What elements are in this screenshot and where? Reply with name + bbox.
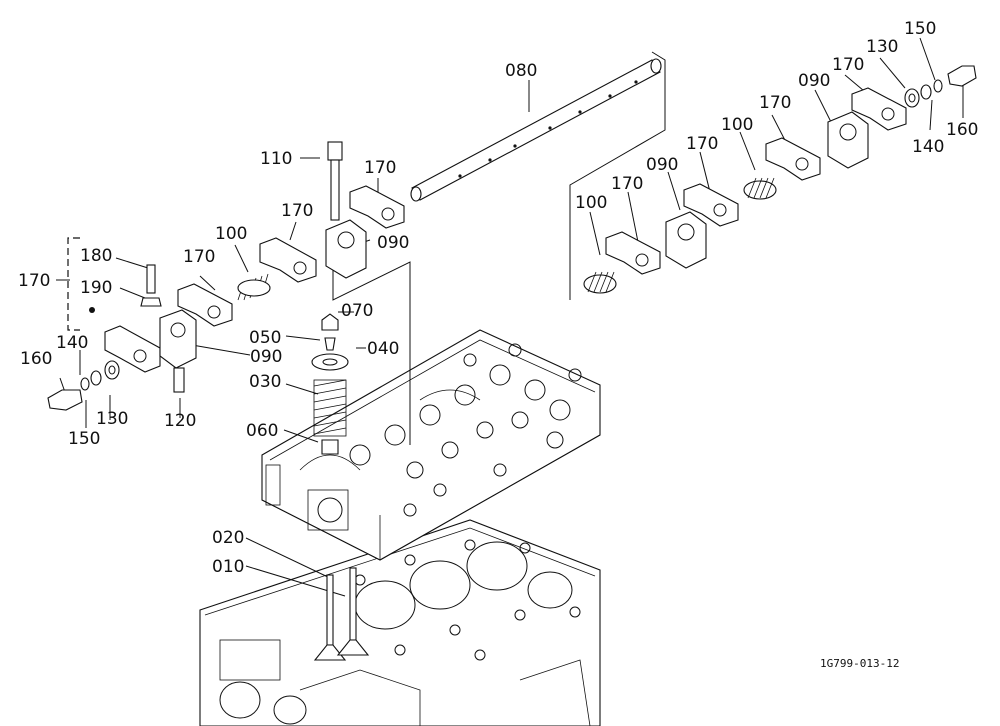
label-130-left: 130 <box>96 409 128 429</box>
label-090-right: 090 <box>646 155 678 175</box>
label-170-mid: 170 <box>281 201 313 221</box>
label-160-left: 160 <box>20 349 52 369</box>
label-130-right: 130 <box>866 37 898 57</box>
label-110: 110 <box>260 149 292 169</box>
label-040: 040 <box>367 339 399 359</box>
label-100-left: 100 <box>215 224 247 244</box>
rocker-shaft <box>410 58 662 202</box>
cylinder-block <box>199 519 601 726</box>
label-170-far-right: 170 <box>832 55 864 75</box>
left-group-parts <box>47 141 405 411</box>
label-170-right-4: 170 <box>611 174 643 194</box>
label-080: 080 <box>505 61 537 81</box>
label-180: 180 <box>80 246 112 266</box>
label-190: 190 <box>80 278 112 298</box>
part-labels: 080 110 170 170 090 100 170 180 170 190 … <box>18 19 978 577</box>
valve-train-parts <box>311 313 370 661</box>
label-120: 120 <box>164 411 196 431</box>
label-020: 020 <box>212 528 244 548</box>
label-070: 070 <box>341 301 373 321</box>
label-090-far-right: 090 <box>798 71 830 91</box>
label-170-right-3: 170 <box>686 134 718 154</box>
drawing-code: 1G799-013-12 <box>820 657 899 670</box>
label-170-right-2: 170 <box>759 93 791 113</box>
label-090-lower: 090 <box>250 347 282 367</box>
label-150-left: 150 <box>68 429 100 449</box>
label-160-right: 160 <box>946 120 978 140</box>
label-170-group: 170 <box>18 271 50 291</box>
label-140-right: 140 <box>912 137 944 157</box>
label-150-right: 150 <box>904 19 936 39</box>
label-170-top: 170 <box>364 158 396 178</box>
right-group-parts <box>583 65 977 294</box>
label-010: 010 <box>212 557 244 577</box>
label-090-upper: 090 <box>377 233 409 253</box>
label-060: 060 <box>246 421 278 441</box>
leader-lines <box>56 37 964 597</box>
label-100-right-2: 100 <box>575 193 607 213</box>
label-100-right: 100 <box>721 115 753 135</box>
label-050: 050 <box>249 328 281 348</box>
label-140-left: 140 <box>56 333 88 353</box>
label-170-left: 170 <box>183 247 215 267</box>
cylinder-head <box>261 329 601 561</box>
label-030: 030 <box>249 372 281 392</box>
